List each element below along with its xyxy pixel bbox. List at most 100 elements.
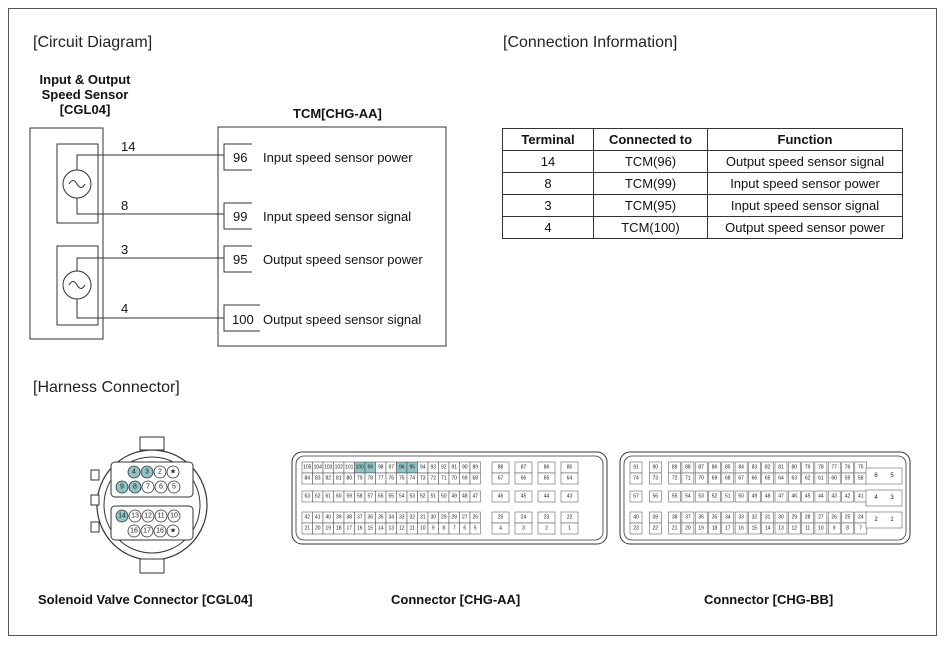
chg-bb-pin-label: 91 xyxy=(633,465,639,471)
chg-aa-pin-label: 100 xyxy=(356,465,365,471)
chg-bb-pin-label: 32 xyxy=(752,515,758,521)
chg-aa-pin-label: 70 xyxy=(451,476,457,482)
chg-bb-pin xyxy=(734,490,748,503)
chg-bb-pin-label: 88 xyxy=(685,465,691,471)
chg-bb-pin-label: 8 xyxy=(846,526,849,532)
tcm-pin-96: 96 xyxy=(233,150,248,165)
chg-bb-pin xyxy=(649,522,662,535)
chg-bb-pin-label: 80 xyxy=(792,465,798,471)
chg-bb-pin xyxy=(788,490,801,503)
chg-bb-pin-label: 20 xyxy=(685,526,691,532)
chg-bb-pin-label: 19 xyxy=(698,526,704,532)
cgl04-pin-label: 13 xyxy=(131,513,139,520)
chg-bb-pin-label: 70 xyxy=(698,476,704,482)
chg-aa-pin-label: 21 xyxy=(304,526,310,532)
chg-bb-pin xyxy=(801,522,814,535)
chg-bb-pin-label: 29 xyxy=(792,515,798,521)
chg-aa-pin xyxy=(537,472,556,485)
cgl04-pin-label: 8 xyxy=(133,484,137,491)
cgl04-inner-ring xyxy=(103,456,201,554)
chg-aa-pin-label: 96 xyxy=(399,465,405,471)
chg-aa-pin-label: 103 xyxy=(324,465,333,471)
chg-aa-pin-label: 56 xyxy=(378,494,384,500)
chg-bb-pin-label: 47 xyxy=(778,494,784,500)
chg-bb-pin xyxy=(814,490,828,503)
chg-aa-pin-label: 4 xyxy=(499,526,502,532)
table-row: 14 TCM(96) Output speed sensor signal xyxy=(502,150,903,173)
chg-aa-pin-label: 68 xyxy=(472,476,478,482)
chg-bb-pin-label: 4 xyxy=(874,495,878,501)
chg-bb-pin-label: 28 xyxy=(805,515,811,521)
chg-aa-pin-label: 104 xyxy=(314,465,323,471)
chg-aa-pin-label: 69 xyxy=(462,476,468,482)
chg-bb-pin xyxy=(721,490,735,503)
chg-aa-pin-label: 74 xyxy=(409,476,415,482)
chg-bb-pin xyxy=(708,472,721,485)
tcm-pin-99: 99 xyxy=(233,209,248,224)
cgl04-pin-label: 10 xyxy=(170,513,178,520)
chg-aa-pin xyxy=(514,490,533,503)
chg-aa-pin-label: 17 xyxy=(346,526,352,532)
chg-aa-pin-label: 16 xyxy=(357,526,363,532)
chg-aa-pin-label: 32 xyxy=(409,515,415,521)
chg-bb-pin-label: 16 xyxy=(738,526,744,532)
cgl04-pin xyxy=(167,509,181,523)
table-row: 4 TCM(100) Output speed sensor power xyxy=(502,216,903,239)
cgl04-pin xyxy=(127,524,141,538)
chg-bb-pin-label: 23 xyxy=(633,526,639,532)
chg-aa-pin-label: 79 xyxy=(357,476,363,482)
cgl04-pin-label: 12 xyxy=(144,513,152,520)
chg-aa-pin-label: 88 xyxy=(498,465,504,471)
chg-aa-pin-label: 67 xyxy=(498,476,504,482)
chg-aa-pin-label: 89 xyxy=(472,465,478,471)
chg-aa-pin-label: 19 xyxy=(325,526,331,532)
cgl04-pin-label: 17 xyxy=(143,528,151,535)
chg-bb-pin xyxy=(734,472,748,485)
chg-bb-pin xyxy=(708,522,721,535)
chg-bb-pin xyxy=(694,490,708,503)
cgl04-tab xyxy=(90,494,100,506)
chg-aa-pin-label: 3 xyxy=(522,526,525,532)
chg-bb-pin-label: 83 xyxy=(752,465,758,471)
cgl04-pin xyxy=(166,465,180,479)
chg-aa-pin-label: 25 xyxy=(498,515,504,521)
chg-bb-pin-label: 37 xyxy=(685,515,691,521)
chg-aa-pin-label: 59 xyxy=(346,494,352,500)
chg-aa-pin-label: 24 xyxy=(521,515,527,521)
chg-aa-pin-label: 64 xyxy=(567,476,573,482)
chg-aa-pin-label: 83 xyxy=(315,476,321,482)
cgl04-pin xyxy=(140,465,154,479)
chg-aa-pin-label: 58 xyxy=(357,494,363,500)
chg-aa-pin-label: 102 xyxy=(335,465,344,471)
chg-aa-pin-label: 53 xyxy=(409,494,415,500)
wire-4-100 xyxy=(76,299,224,319)
chg-bb-pin xyxy=(708,490,721,503)
chg-aa-pin-label: 36 xyxy=(367,515,373,521)
chg-aa-pin-label: 2 xyxy=(545,526,548,532)
chg-bb-pin-label: 26 xyxy=(831,515,837,521)
chg-aa-pin-label: 71 xyxy=(441,476,447,482)
chg-aa-pin xyxy=(514,472,533,485)
chg-bb-pin xyxy=(827,522,841,535)
chg-bb-pin xyxy=(761,490,774,503)
chg-aa-pin-label: 105 xyxy=(303,465,312,471)
chg-aa-pin-label: 38 xyxy=(346,515,352,521)
cgl04-pin-label: 16 xyxy=(130,528,138,535)
chg-bb-pin-label: 6 xyxy=(874,473,878,479)
chg-aa-pin-label: 39 xyxy=(336,515,342,521)
chg-aa-pin-label: 86 xyxy=(544,465,550,471)
input-sensor-box xyxy=(56,143,99,224)
chg-aa-pin xyxy=(560,490,579,503)
chg-aa-pin-label: 22 xyxy=(567,515,573,521)
connection-info-heading: [Connection Information] xyxy=(503,34,678,51)
chg-aa-pin xyxy=(469,472,481,485)
chg-bb-pin xyxy=(668,472,681,485)
chg-aa-pin-label: 52 xyxy=(420,494,426,500)
chg-bb-pin-label: 41 xyxy=(858,494,864,500)
sensor-title: Input & Output Speed Sensor [CGL04] xyxy=(20,72,150,117)
chg-bb-pin xyxy=(629,522,643,535)
chg-aa-pin-label: 75 xyxy=(399,476,405,482)
chg-bb-pin xyxy=(748,522,761,535)
chg-bb-pin-label: 51 xyxy=(725,494,731,500)
chg-bb-pin-label: 9 xyxy=(833,526,836,532)
